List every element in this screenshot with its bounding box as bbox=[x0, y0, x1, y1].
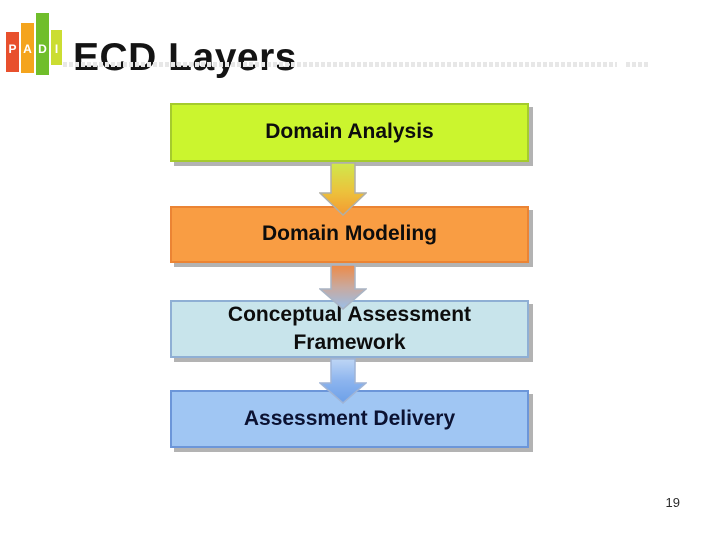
slide-title: ECD Layers bbox=[73, 36, 297, 80]
dotted-separator bbox=[63, 62, 617, 67]
flow-box-domain-analysis: Domain Analysis bbox=[170, 103, 529, 162]
flow-box-label: Domain Analysis bbox=[265, 120, 434, 144]
logo-bar-i bbox=[51, 30, 62, 65]
down-arrow-icon-2 bbox=[319, 264, 367, 310]
page-number: 19 bbox=[665, 495, 680, 510]
logo-letter-i: I bbox=[54, 42, 59, 56]
flow-box-assessment-delivery: Assessment Delivery bbox=[170, 390, 529, 448]
flow-box-label: Domain Modeling bbox=[262, 222, 437, 246]
logo-letter-d: D bbox=[38, 42, 47, 56]
flow-box-label: Conceptual Assessment Framework bbox=[227, 302, 472, 354]
flow-box-conceptual-assessment-framework: Conceptual Assessment Framework bbox=[170, 300, 529, 358]
dotted-separator-end bbox=[626, 62, 648, 67]
logo-letter-a: A bbox=[23, 42, 32, 56]
down-arrow-icon-3 bbox=[319, 358, 367, 404]
logo-bar-d bbox=[36, 13, 49, 75]
down-arrow-icon-1 bbox=[319, 162, 367, 216]
logo-bar-p bbox=[6, 32, 19, 72]
flow-box-label: Assessment Delivery bbox=[243, 406, 456, 430]
logo-bar-a bbox=[21, 23, 34, 73]
logo-letter-p: P bbox=[8, 42, 17, 56]
